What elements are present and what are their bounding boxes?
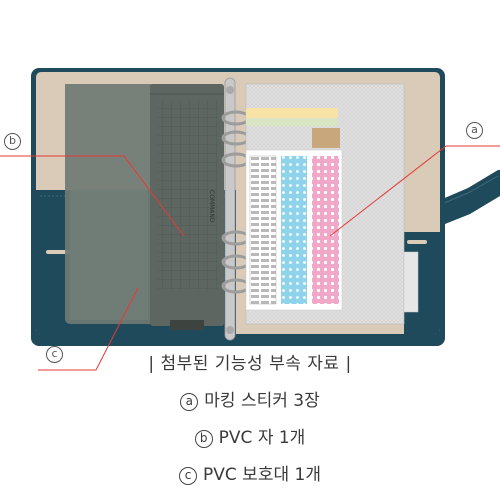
caption-item-b-text: PVC 자 1개 xyxy=(218,428,306,448)
circled-a-marker: a xyxy=(180,393,199,411)
callout-marker-b: b xyxy=(4,133,21,150)
marking-stickers xyxy=(245,108,343,311)
circled-b-marker: b xyxy=(194,430,213,448)
caption-item-a: a 마킹 스티커 3장 xyxy=(0,386,500,411)
callout-marker-c: c xyxy=(46,346,63,363)
circled-c-marker: c xyxy=(179,467,198,485)
callout-lines xyxy=(0,145,500,371)
ruler-brand: COMMAND xyxy=(208,190,215,223)
caption-item-b: b PVC 자 1개 xyxy=(0,423,500,448)
caption-item-c: c PVC 보호대 1개 xyxy=(0,460,500,485)
callout-marker-a: a xyxy=(466,122,483,139)
planner-strap xyxy=(440,170,500,226)
caption-item-a-text: 마킹 스티커 3장 xyxy=(204,391,320,411)
caption-title: | 첨부된 기능성 부속 자료 | xyxy=(148,354,352,374)
pvc-ruler: COMMAND xyxy=(150,84,224,330)
caption-item-c-text: PVC 보호대 1개 xyxy=(203,465,321,485)
